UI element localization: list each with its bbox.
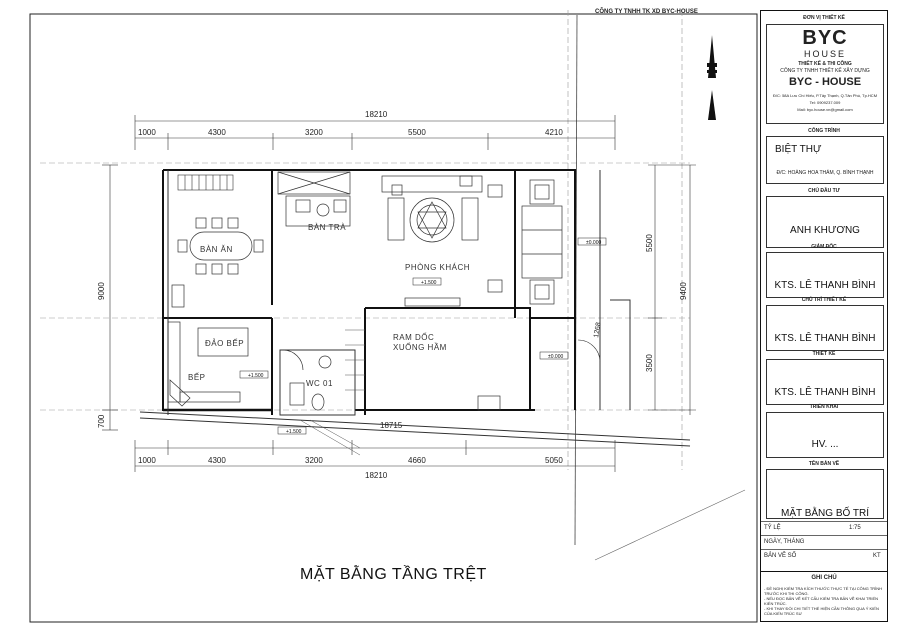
deploy-label: TRIỂN KHAI bbox=[809, 404, 839, 410]
room-island: ĐẢO BẾP bbox=[205, 338, 244, 348]
room-kitchen: BẾP bbox=[188, 372, 206, 382]
room-ramp-2: XUỐNG HẦM bbox=[393, 342, 447, 352]
dining-table bbox=[177, 217, 264, 275]
sheet-name-box: MẶT BẰNG BỐ TRÍ bbox=[766, 469, 884, 519]
dim-top-3: 3200 bbox=[305, 128, 323, 137]
scale-value: 1:75 bbox=[849, 525, 861, 531]
company-box: BYC HOUSE THIẾT KẾ & THI CÔNG CÔNG TY TN… bbox=[766, 24, 884, 124]
designer-name: KTS. LÊ THANH BÌNH bbox=[774, 387, 876, 398]
kitchen-furniture bbox=[167, 284, 249, 407]
reference-line-2 bbox=[594, 489, 746, 561]
level-right-upper: ±0.000 bbox=[586, 240, 601, 246]
logo-tag: THIẾT KẾ & THI CÔNG bbox=[798, 61, 852, 67]
dim-top-4: 5500 bbox=[408, 128, 426, 137]
date-row: NGÀY, THÁNG bbox=[761, 535, 887, 549]
stairs-top bbox=[177, 174, 234, 191]
company-address: Đ/C: 58A Lưu Chí Hiếu, P.Tây Thạnh, Q.Tâ… bbox=[772, 93, 878, 98]
room-ramp-1: RAM DỐC bbox=[393, 332, 434, 342]
director-box: KTS. LÊ THANH BÌNH bbox=[766, 252, 884, 298]
sheet-name-label: TÊN BẢN VẼ bbox=[808, 461, 840, 467]
drawing-title: MẶT BẰNG TẦNG TRỆT bbox=[300, 566, 487, 583]
room-tea: BÀN TRÀ bbox=[308, 223, 346, 232]
dim-right-overall: 9400 bbox=[679, 282, 688, 300]
title-block: ĐƠN VỊ THIẾT KẾ BYC HOUSE THIẾT KẾ & THI… bbox=[760, 10, 888, 622]
designer-box: KTS. LÊ THANH BÌNH bbox=[766, 359, 884, 405]
logo-main: BYC bbox=[802, 27, 848, 49]
dim-diag: 1268 bbox=[593, 322, 603, 339]
left-dimension-lines bbox=[102, 164, 118, 431]
date-label: NGÀY, THÁNG bbox=[764, 539, 805, 545]
sheet-no-label: BẢN VẼ SỐ bbox=[764, 553, 797, 559]
dim-right-upper: 5500 bbox=[645, 234, 654, 252]
wc-fixtures bbox=[282, 349, 332, 411]
door-swing-right bbox=[577, 339, 601, 363]
chief-box: KTS. LÊ THANH BÌNH bbox=[766, 305, 884, 351]
deploy-box: HV. ... bbox=[766, 412, 884, 458]
company-line: CÔNG TY TNHH THIẾT KẾ XÂY DỰNG bbox=[780, 68, 870, 74]
level-right-lower: ±0.000 bbox=[548, 354, 563, 360]
level-entry: +1.500 bbox=[286, 429, 302, 435]
dim-bottom-1: 1000 bbox=[138, 456, 156, 465]
deploy-name: HV. ... bbox=[811, 439, 839, 450]
chief-name: KTS. LÊ THANH BÌNH bbox=[774, 333, 876, 344]
dim-top-5: 4210 bbox=[545, 128, 563, 137]
note-2: - NẾU ĐỌC BẢN VẼ KẾT CẤU KIỂM TRA BẢN VẼ… bbox=[764, 596, 879, 606]
designer-label: THIẾT KẾ bbox=[812, 351, 836, 357]
room-living: PHÒNG KHÁCH bbox=[405, 263, 470, 272]
level-living: +1.500 bbox=[421, 280, 437, 286]
scale-label: TỶ LỆ bbox=[764, 525, 781, 531]
top-dimension-lines bbox=[134, 115, 616, 150]
chief-label: CHỦ TRÌ THIẾT KẾ bbox=[801, 297, 847, 303]
level-kitchen: +1.500 bbox=[248, 373, 264, 379]
note-3: - KHI THAY ĐỔI CHI TIẾT THỂ HIỆN CẦN THÔ… bbox=[764, 606, 879, 616]
notes-list: - ĐỀ NGHỊ KIỂM TRA KÍCH THƯỚC THỰC TẾ TẠ… bbox=[764, 586, 884, 616]
dim-bottom-4: 4660 bbox=[408, 456, 426, 465]
right-dimension-lines bbox=[648, 164, 696, 415]
notes-row: GHI CHÚ bbox=[761, 571, 887, 585]
company-mail: Mail: byc.house.vn@gmail.com bbox=[797, 107, 853, 112]
project-address: Đ/C: HOÀNG HOA THÁM, Q. BÌNH THẠNH bbox=[776, 170, 874, 176]
bottom-dimension-lines bbox=[134, 440, 616, 472]
dim-bottom-5: 5050 bbox=[545, 456, 563, 465]
project-label: CÔNG TRÌNH bbox=[808, 128, 840, 134]
company-phone: Tel: 0909237.009 bbox=[809, 100, 841, 105]
sheet-no-row: BẢN VẼ SỐ KT bbox=[761, 549, 887, 567]
dim-bottom-3: 3200 bbox=[305, 456, 323, 465]
header-note: CÔNG TY TNHH TK XD BYC-HOUSE bbox=[595, 9, 698, 15]
walls bbox=[162, 169, 576, 415]
brand-name: BYC - HOUSE bbox=[788, 76, 862, 88]
right-wing-furniture bbox=[477, 179, 563, 411]
project-name: BIỆT THỰ bbox=[775, 144, 822, 155]
owner-label: CHỦ ĐẦU TƯ bbox=[808, 188, 840, 194]
dim-bottom-2: 4300 bbox=[208, 456, 226, 465]
north-arrow-icon bbox=[707, 35, 717, 120]
dim-top-1: 1000 bbox=[138, 128, 156, 137]
room-wc: WC 01 bbox=[306, 379, 333, 388]
design-unit-label: ĐƠN VỊ THIẾT KẾ bbox=[803, 15, 845, 21]
logo-sub: HOUSE bbox=[803, 49, 846, 59]
director-label: GIÁM ĐỐC bbox=[811, 244, 837, 250]
scale-row: TỶ LỆ 1:75 bbox=[761, 521, 887, 535]
director-name: KTS. LÊ THANH BÌNH bbox=[774, 280, 876, 291]
owner-name: ANH KHƯƠNG bbox=[790, 225, 860, 236]
living-room-furniture bbox=[381, 175, 483, 307]
dim-top-2: 4300 bbox=[208, 128, 226, 137]
dim-left-lower: 700 bbox=[97, 414, 106, 428]
dim-left-overall: 9000 bbox=[97, 282, 106, 300]
owner-box: ANH KHƯƠNG bbox=[766, 196, 884, 248]
ramp-edges bbox=[299, 329, 365, 456]
project-box: BIỆT THỰ Đ/C: HOÀNG HOA THÁM, Q. BÌNH TH… bbox=[766, 136, 884, 184]
sheet-border bbox=[29, 13, 758, 623]
dim-top-total: 18210 bbox=[365, 110, 388, 119]
tea-area bbox=[277, 171, 351, 227]
notes-label: GHI CHÚ bbox=[811, 575, 837, 581]
room-dining: BÀN ĂN bbox=[200, 245, 233, 254]
dim-inner: 18715 bbox=[380, 421, 403, 430]
sheet-name: MẶT BẰNG BỐ TRÍ bbox=[781, 508, 869, 519]
sheet-no-value: KT bbox=[873, 553, 881, 559]
dim-right-lower: 3500 bbox=[645, 354, 654, 372]
dim-bottom-total: 18210 bbox=[365, 471, 388, 480]
note-1: - ĐỀ NGHỊ KIỂM TRA KÍCH THƯỚC THỰC TẾ TẠ… bbox=[764, 586, 883, 596]
